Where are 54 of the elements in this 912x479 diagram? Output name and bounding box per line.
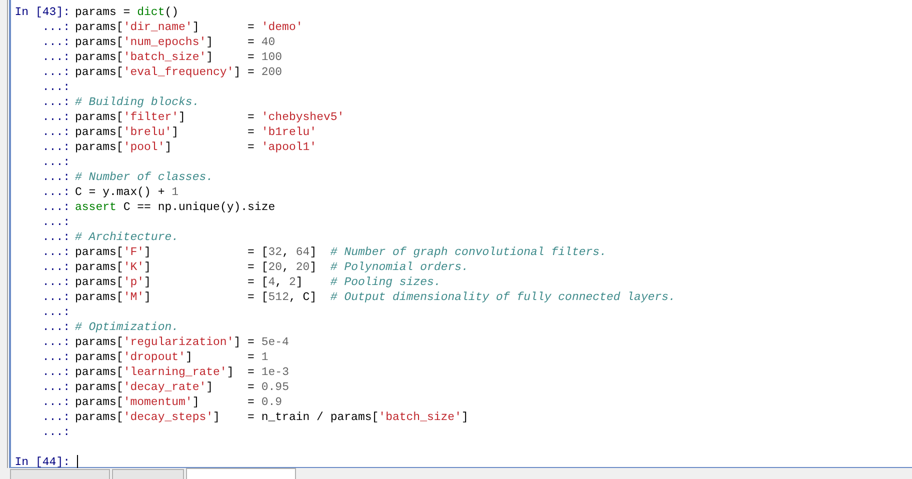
code-line: params = dict() xyxy=(75,5,179,20)
prompt: ...: xyxy=(41,215,70,230)
prompt: ...: xyxy=(41,170,70,185)
prompt: ...: xyxy=(41,320,70,335)
prompt: ...: xyxy=(41,425,70,440)
prompt: ...: xyxy=(41,95,70,110)
prompt: ...: xyxy=(41,140,70,155)
code-line: params['regularization'] = 5e-4 xyxy=(75,335,289,350)
prompt: ...: xyxy=(41,200,70,215)
prompt: ...: xyxy=(41,230,70,245)
prompt: ...: xyxy=(41,395,70,410)
code-line: params['batch_size'] = 100 xyxy=(75,50,282,65)
code-line: params['dir_name'] = 'demo' xyxy=(75,20,303,35)
prompt: ...: xyxy=(41,260,70,275)
prompt: ...: xyxy=(41,50,70,65)
prompt: ...: xyxy=(41,185,70,200)
code-line: params['momentum'] = 0.9 xyxy=(75,395,282,410)
code-line: # Optimization. xyxy=(75,320,179,335)
code-line: params['dropout'] = 1 xyxy=(75,350,268,365)
prompt: ...: xyxy=(41,20,70,35)
prompt: ...: xyxy=(41,365,70,380)
code-line: # Number of classes. xyxy=(75,170,214,185)
prompt: ...: xyxy=(41,410,70,425)
prompt: ...: xyxy=(41,155,70,170)
code-line: params['eval_frequency'] = 200 xyxy=(75,65,282,80)
code-line: assert C == np.unique(y).size xyxy=(75,200,276,215)
prompt: ...: xyxy=(41,35,70,50)
prompt: ...: xyxy=(41,380,70,395)
code-line: params['filter'] = 'chebyshev5' xyxy=(75,110,344,125)
prompt: In [43]: xyxy=(14,5,70,20)
code-line: params['decay_rate'] = 0.95 xyxy=(75,380,289,395)
code-line: params['p'] = [4, 2] # Pooling sizes. xyxy=(75,275,441,290)
prompt: ...: xyxy=(41,290,70,305)
code-line: params['learning_rate'] = 1e-3 xyxy=(75,365,289,380)
prompt: ...: xyxy=(41,80,70,95)
prompt: ...: xyxy=(41,350,70,365)
code-line: params['decay_steps'] = n_train / params['batch_size'] xyxy=(75,410,468,425)
prompt: ...: xyxy=(41,125,70,140)
code-line: C = y.max() + 1 xyxy=(75,185,179,200)
prompt: ...: xyxy=(41,275,70,290)
prompt: In [44]: xyxy=(14,455,70,470)
code-line: params['num_epochs'] = 40 xyxy=(75,35,276,50)
prompt: ...: xyxy=(41,65,70,80)
code-line: # Building blocks. xyxy=(75,95,200,110)
prompt: ...: xyxy=(41,245,70,260)
prompt: ...: xyxy=(41,335,70,350)
prompt: ...: xyxy=(41,110,70,125)
code-line: params['pool'] = 'apool1' xyxy=(75,140,317,155)
code-line: params['F'] = [32, 64] # Number of graph convolutional filters. xyxy=(75,245,606,260)
code-line: params['K'] = [20, 20] # Polynomial orders. xyxy=(75,260,468,275)
code-line: params['M'] = [512, C] # Output dimensionality of fully connected layers. xyxy=(75,290,676,305)
prompt: ...: xyxy=(41,305,70,320)
code-line: params['brelu'] = 'b1relu' xyxy=(75,125,317,140)
code-line: # Architecture. xyxy=(75,230,179,245)
